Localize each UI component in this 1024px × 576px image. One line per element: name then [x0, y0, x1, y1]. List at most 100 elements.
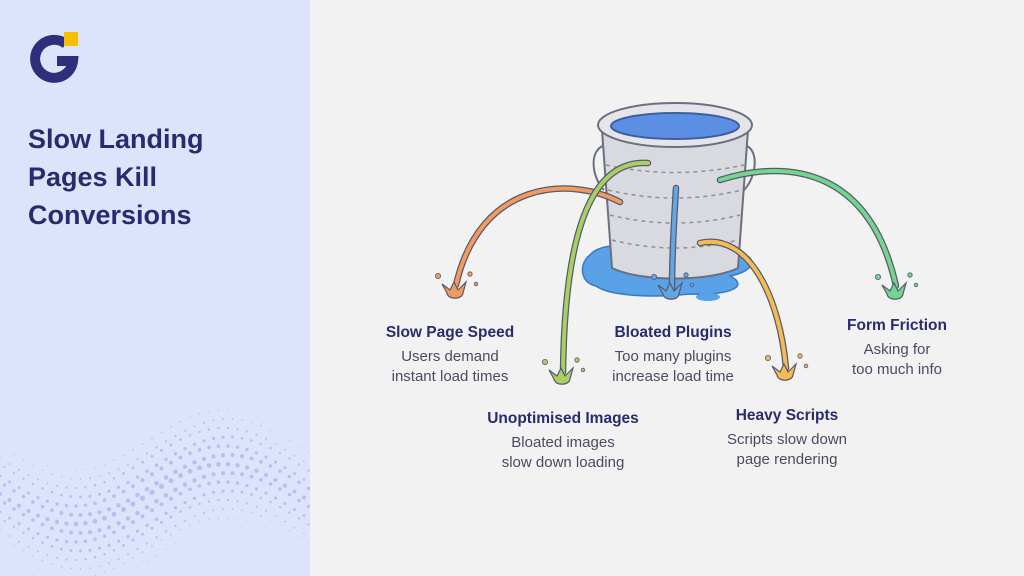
pattern-dot: [216, 444, 221, 448]
pattern-dot: [113, 459, 115, 462]
cause-title: Form Friction: [847, 317, 947, 334]
pattern-dot: [236, 518, 239, 520]
pattern-dot: [231, 508, 234, 510]
pattern-dot: [50, 508, 54, 513]
pattern-dot: [31, 518, 35, 522]
pattern-dot: [126, 463, 130, 466]
pattern-dot: [165, 548, 167, 550]
pattern-dot: [230, 471, 235, 476]
pattern-dot: [0, 510, 2, 514]
pattern-dot: [131, 466, 135, 470]
pattern-dot: [50, 490, 54, 494]
pattern-dot: [303, 532, 305, 535]
pattern-dot: [251, 530, 252, 531]
pattern-dot: [136, 547, 139, 551]
pattern-dot: [3, 448, 6, 450]
pattern-dot: [4, 556, 5, 558]
pattern-dot: [117, 468, 120, 471]
pattern-dot: [222, 508, 224, 511]
pattern-dot: [151, 545, 153, 548]
pattern-dot: [108, 472, 110, 475]
droplet: [650, 273, 657, 280]
pattern-dot: [160, 520, 163, 524]
pattern-dot: [259, 459, 263, 464]
pattern-dot: [179, 438, 182, 442]
pattern-dot: [32, 573, 34, 575]
pattern-dot: [217, 517, 220, 519]
pattern-dot: [7, 497, 12, 502]
pattern-dot: [135, 492, 140, 498]
splash: [441, 279, 468, 299]
pattern-dot: [17, 486, 21, 490]
pattern-dot: [192, 442, 197, 446]
pattern-dot: [32, 555, 34, 557]
pattern-dot: [164, 457, 168, 462]
pattern-dot: [131, 538, 135, 542]
pattern-dot: [97, 528, 102, 533]
pattern-dot: [12, 471, 16, 475]
pattern-dot: [92, 518, 98, 524]
pattern-dot: [154, 498, 159, 504]
pattern-dot: [207, 445, 211, 450]
bucket: [592, 102, 756, 280]
pattern-dot: [97, 546, 102, 550]
pattern-dot: [12, 507, 16, 511]
pattern-dot: [303, 443, 305, 444]
pattern-dot: [60, 566, 63, 568]
pattern-dot: [302, 495, 306, 500]
pattern-dot: [173, 469, 178, 474]
pattern-dot: [249, 456, 254, 461]
pattern-dot: [51, 563, 53, 566]
pattern-dot: [254, 468, 259, 473]
pattern-dot: [2, 483, 7, 487]
pattern-dot: [298, 445, 300, 448]
pattern-dot: [307, 469, 310, 472]
pattern-dot: [302, 478, 306, 481]
pattern-dot: [288, 529, 291, 532]
pattern-dot: [174, 543, 177, 545]
pattern-dot: [240, 436, 244, 440]
pattern-dot: [260, 533, 262, 535]
pattern-dot: [227, 409, 229, 411]
pattern-dot: [21, 512, 26, 517]
pattern-dot: [294, 437, 295, 438]
pattern-dot: [93, 537, 97, 542]
pattern-dot: [69, 530, 73, 535]
pattern-dot: [245, 483, 249, 488]
pattern-dot: [28, 564, 29, 566]
pattern-dot: [183, 447, 187, 451]
pattern-dot: [220, 453, 226, 458]
pattern-dot: [250, 493, 253, 496]
pattern-dot: [231, 418, 234, 420]
pattern-dot: [93, 501, 97, 506]
pattern-dot: [174, 524, 177, 527]
pattern-dot: [197, 484, 202, 488]
pattern-dot: [75, 469, 77, 471]
pattern-dot: [121, 489, 126, 494]
pattern-dot: [135, 475, 140, 479]
pattern-dot: [135, 529, 140, 533]
pattern-dot: [189, 524, 191, 527]
pattern-dot: [197, 448, 202, 452]
pattern-dot: [264, 491, 268, 495]
pattern-dot: [259, 477, 263, 482]
pattern-dot: [84, 468, 87, 470]
pattern-dot: [268, 482, 273, 486]
pattern-dot: [160, 539, 163, 542]
pattern-dot: [192, 478, 197, 483]
pattern-dot: [201, 456, 207, 461]
pattern-dot: [145, 523, 149, 527]
pattern-dot: [28, 456, 29, 458]
pattern-dot: [183, 519, 187, 522]
pattern-dot: [127, 571, 129, 573]
pattern-dot: [56, 467, 58, 469]
pattern-dot: [22, 477, 25, 480]
pattern-dot: [102, 515, 107, 521]
pattern-dot: [182, 464, 188, 469]
pattern-dot: [65, 469, 68, 471]
pattern-dot: [108, 562, 110, 565]
pattern-dot: [0, 457, 1, 459]
pattern-dot: [0, 474, 2, 478]
pattern-dot: [226, 498, 230, 502]
cause-description: slow down loading: [501, 454, 625, 471]
